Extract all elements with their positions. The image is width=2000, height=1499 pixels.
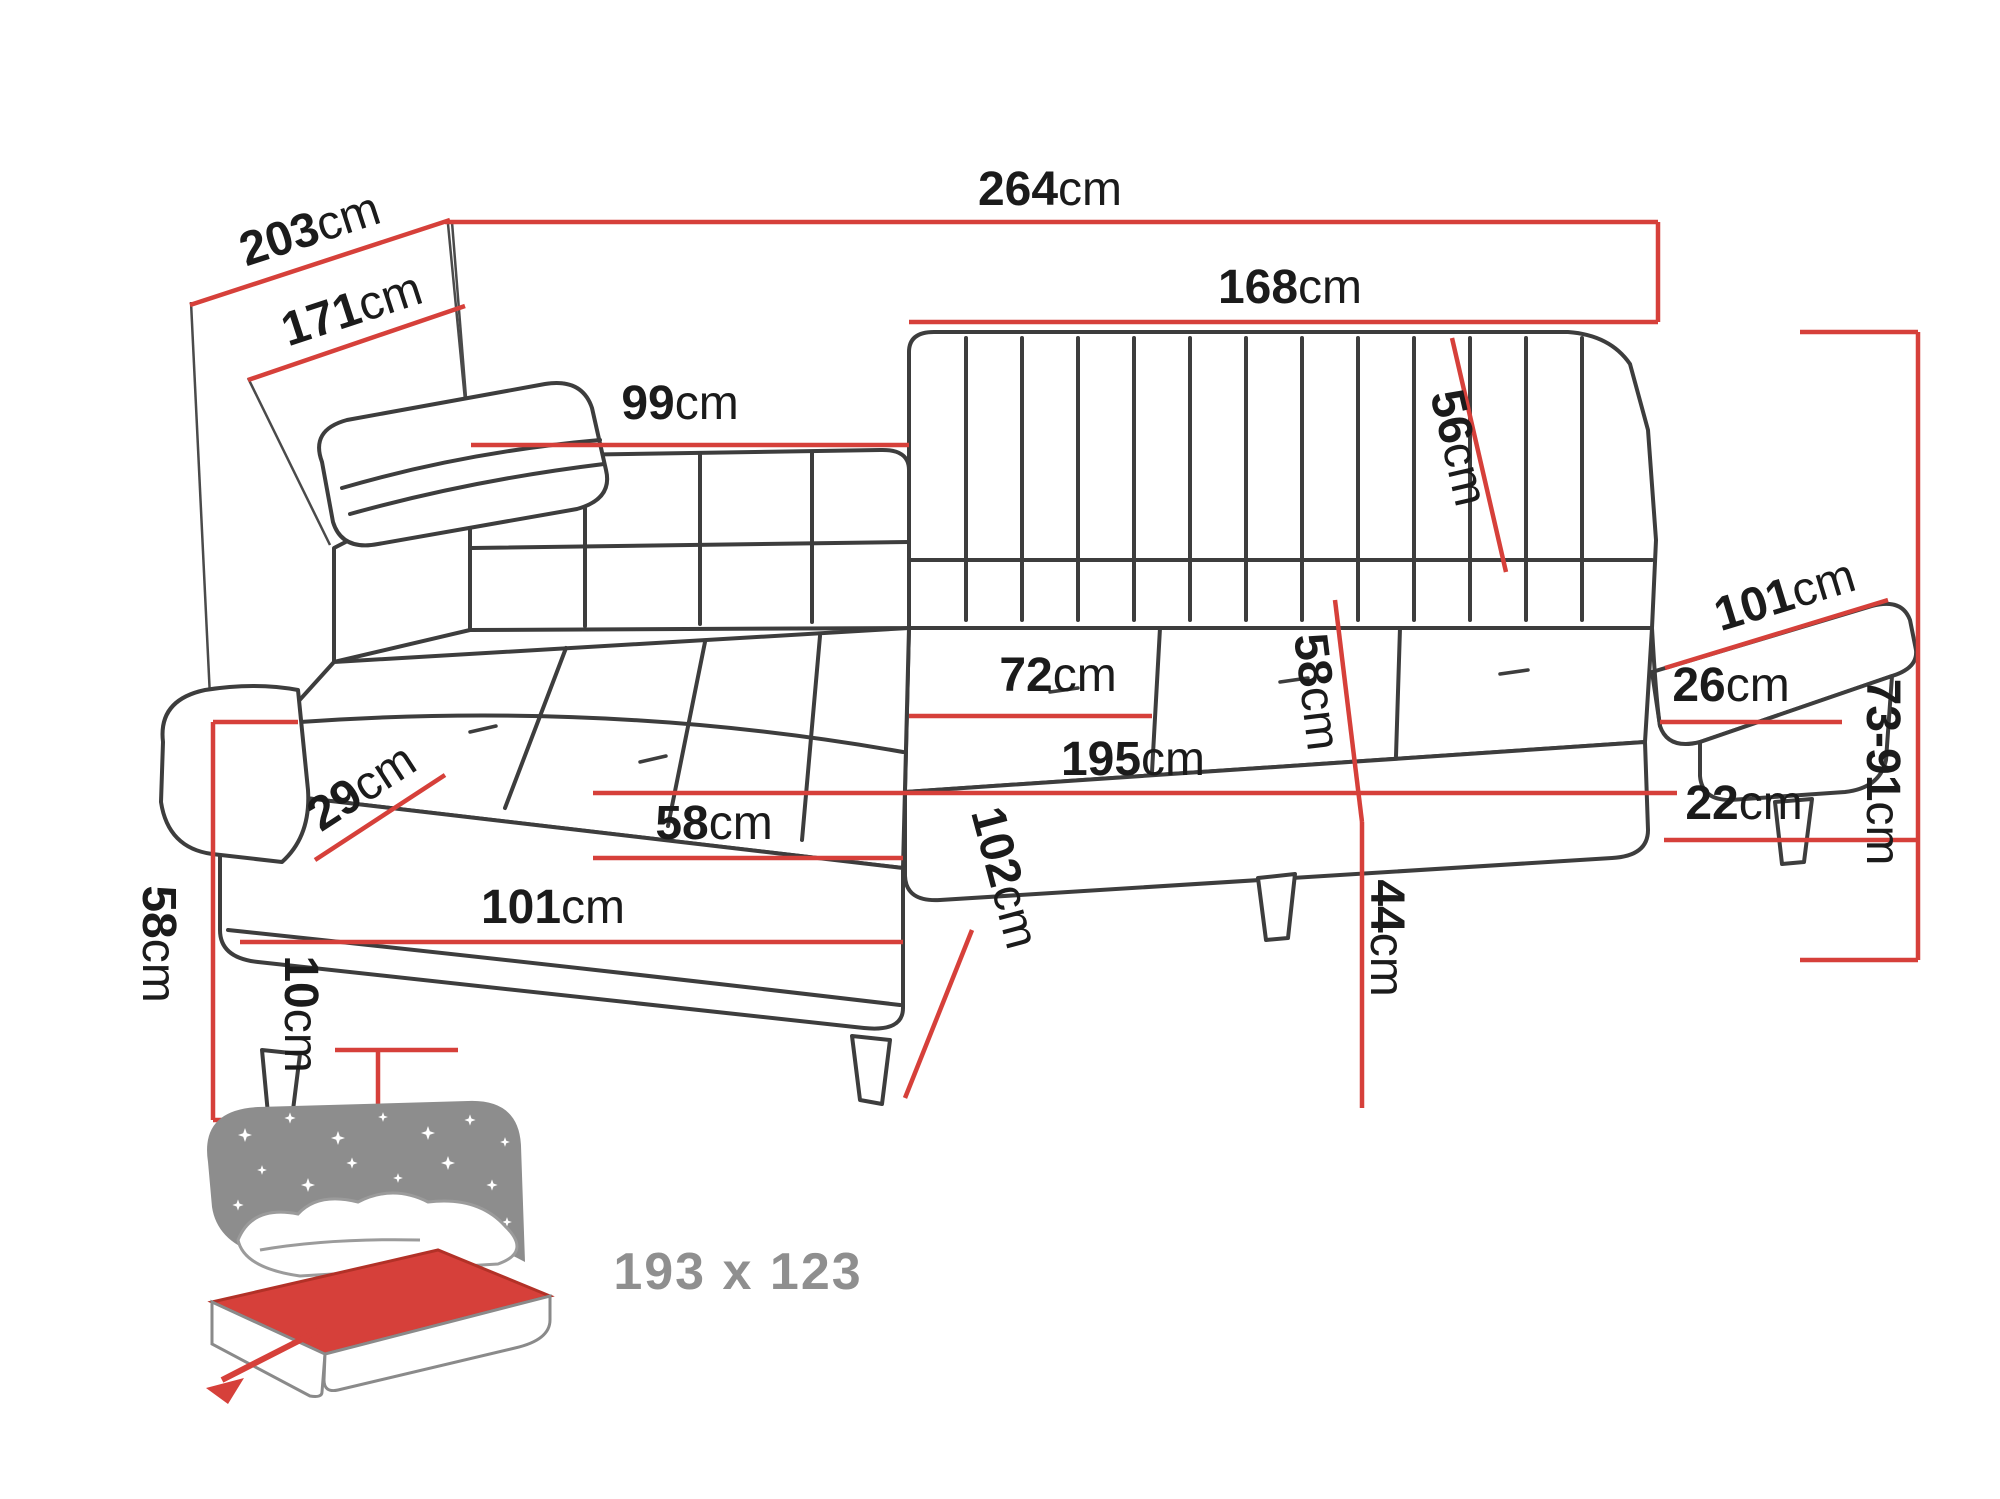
dim-value: 26 [1672, 659, 1726, 712]
tuft-ticks [468, 668, 1530, 764]
dim-unit: cm [1141, 733, 1206, 786]
dim-unit: cm [1738, 777, 1803, 830]
bed-duvet-fold [259, 1238, 421, 1252]
chaise-front [218, 786, 905, 1031]
right-armrest-top [1650, 601, 1919, 746]
pullout-arrow-head [206, 1378, 244, 1404]
dim-unit: cm [1856, 801, 1909, 866]
dim-unit: cm [1725, 659, 1790, 712]
dim-line-chaise-depth [902, 929, 975, 1099]
dim-label-seat-depth: 72cm [999, 652, 1116, 700]
dim-unit: cm [674, 377, 739, 430]
dim-label-side-height: 58cm [132, 885, 185, 1003]
dim-label-seat-height: 44cm [1360, 879, 1413, 997]
dim-value: 22 [1685, 777, 1739, 830]
dim-unit: cm [1289, 683, 1350, 754]
seat-seam [1394, 626, 1402, 758]
dim-unit: cm [1360, 932, 1413, 997]
dim-value: 10 [274, 955, 327, 1009]
dim-value: 58 [655, 797, 709, 850]
dim-label-chaise-back-width: 99cm [621, 380, 738, 428]
chaise-seam [800, 634, 822, 842]
chaise-seam [666, 640, 707, 828]
dim-line-arm-length [1664, 597, 1889, 671]
bed-mattress-left [210, 1299, 327, 1398]
seat-seam [1150, 626, 1162, 774]
seat-leg [1256, 872, 1297, 942]
dim-label-arm-width: 26cm [1672, 662, 1789, 710]
dim-unit: cm [1052, 649, 1117, 702]
dim-label-arm-height: 22cm [1685, 780, 1802, 828]
dim-line-corner-cushion [313, 773, 447, 862]
chaise-seam [503, 646, 568, 810]
dim-value: 195 [1060, 733, 1142, 786]
dim-unit: cm [1058, 163, 1123, 216]
dim-value: 101 [480, 881, 562, 934]
chaise-leg-right [850, 1034, 892, 1106]
right-armrest-leg [1773, 797, 1814, 866]
dim-value: 193 x 123 [613, 1243, 863, 1301]
dim-label-height-range: 73-91cm [1856, 678, 1909, 866]
dim-line-depth-total [189, 217, 451, 308]
dim-label-chaise-seat-width: 58cm [655, 800, 772, 848]
dim-value: 44 [1360, 879, 1413, 933]
dim-value: 99 [621, 377, 675, 430]
dim-line-back-cushion [1332, 599, 1365, 823]
dim-label-seat-back-width: 168cm [1218, 264, 1362, 312]
dim-value: 72 [999, 649, 1053, 702]
dim-line-depth-inner [247, 303, 466, 383]
sleeping-function-icon [206, 1100, 555, 1404]
left-armrest [159, 684, 311, 864]
dim-value: 58 [1283, 630, 1343, 690]
corner-backrest-seam [470, 540, 911, 550]
dimension-lines [189, 217, 1921, 1123]
sofa-outline [159, 330, 1919, 1120]
dim-label-chaise-length: 101cm [481, 884, 625, 932]
dim-unit: cm [708, 797, 773, 850]
dim-unit: cm [1298, 261, 1363, 314]
dim-unit: cm [274, 1008, 327, 1073]
dim-value: 168 [1217, 261, 1299, 314]
pullout-arrow-shaft [220, 1327, 322, 1383]
sleeping-area-label: 193 x 123 [613, 1246, 862, 1298]
dim-unit: cm [561, 881, 626, 934]
dim-unit: cm [132, 938, 185, 1003]
dim-label-leg-height: 10cm [274, 955, 327, 1073]
right-armrest-front [1698, 674, 1894, 802]
dim-line-backrest-height [1449, 337, 1509, 573]
headrest-seam [348, 462, 606, 516]
chaise-seam [298, 713, 905, 754]
dim-label-seat-width: 195cm [1061, 736, 1205, 784]
dim-label-back-cushion-height: 58cm [1283, 630, 1350, 754]
dim-value: 73-91 [1856, 678, 1909, 802]
dim-value: 264 [977, 163, 1059, 216]
dim-label-width-total: 264cm [978, 166, 1122, 214]
backrest-channels [907, 336, 1654, 622]
dim-value: 58 [132, 885, 185, 939]
bed-mattress-front [322, 1294, 552, 1392]
seat-front [903, 740, 1650, 903]
